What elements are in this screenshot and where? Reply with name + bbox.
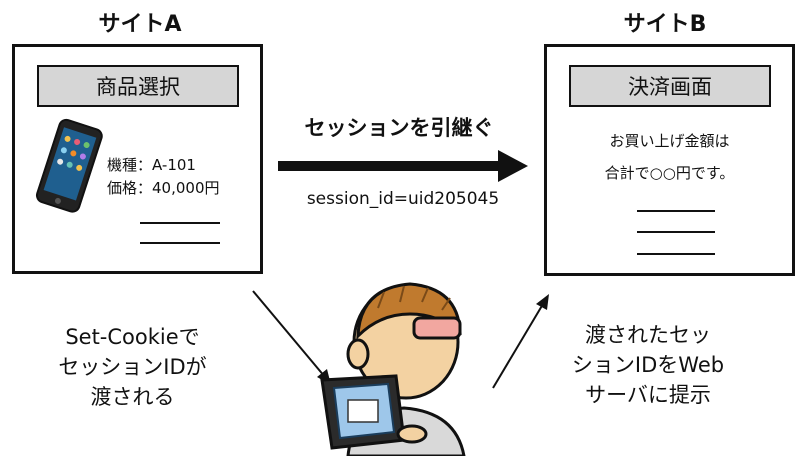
site-a-header: 商品選択 bbox=[37, 65, 239, 107]
left-note-line: 渡される bbox=[90, 385, 175, 409]
arrow-right-icon bbox=[278, 150, 528, 182]
left-note-line: Set-Cookieで bbox=[65, 325, 200, 349]
user-laptop-icon bbox=[320, 282, 466, 456]
arrow-up-to-site-b-icon bbox=[492, 294, 549, 389]
site-a-placeholder-line bbox=[140, 222, 220, 224]
site-a-price: 価格：40,000円 bbox=[107, 179, 220, 197]
right-note-line: 渡されたセッ bbox=[585, 323, 711, 347]
site-b-placeholder-line bbox=[637, 210, 715, 212]
site-b-header: 決済画面 bbox=[569, 65, 771, 107]
site-b-message-line1: お買い上げ金額は bbox=[609, 132, 730, 150]
right-note-line: ションIDをWeb bbox=[571, 353, 725, 377]
site-b-panel: 決済画面 お買い上げ金額は 合計で○○円です。 bbox=[544, 44, 795, 276]
right-note-line: サーバに提示 bbox=[585, 383, 711, 407]
site-a-title: サイトA bbox=[98, 12, 182, 37]
left-note: Set-Cookieで セッションIDが 渡される bbox=[25, 322, 240, 412]
transfer-label: セッションを引継ぐ bbox=[304, 116, 494, 140]
smartphone-icon bbox=[35, 118, 103, 213]
site-a-panel: 商品選択 機種：A-101 価格：40,000円 bbox=[12, 44, 263, 274]
session-id-text: session_id=uid205045 bbox=[306, 189, 500, 209]
site-a-placeholder-line bbox=[140, 242, 220, 244]
site-b-placeholder-line bbox=[637, 253, 715, 255]
site-b-message-line2: 合計で○○円です。 bbox=[604, 164, 735, 182]
site-a-model: 機種：A-101 bbox=[107, 156, 196, 174]
right-note: 渡されたセッ ションIDをWeb サーバに提示 bbox=[548, 320, 748, 410]
left-note-line: セッションIDが bbox=[58, 355, 207, 379]
site-b-title: サイトB bbox=[623, 12, 707, 37]
site-b-placeholder-line bbox=[637, 231, 715, 233]
